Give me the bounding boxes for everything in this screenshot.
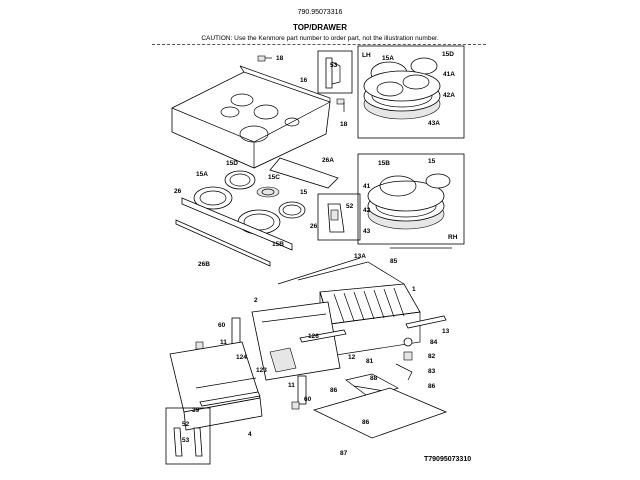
hinge-clip	[336, 98, 345, 105]
part-label: 53	[330, 62, 338, 69]
part-label: 52	[346, 203, 354, 210]
part-label: 18	[340, 121, 348, 128]
part-label: 15A	[196, 171, 208, 178]
inset-box-52	[317, 193, 361, 241]
part-label: 11	[220, 339, 227, 346]
part-label: 26B	[198, 261, 210, 268]
drawer-handle	[199, 391, 261, 407]
part-label: 42	[363, 207, 371, 214]
drawer-slide-13	[405, 315, 447, 329]
drawer-rack-85	[319, 283, 421, 357]
header-divider	[152, 44, 486, 45]
part-label: 43A	[428, 120, 440, 127]
part-label: LH	[362, 52, 371, 59]
part-label: 86	[330, 387, 338, 394]
drawer-bottom-87	[312, 387, 448, 439]
part-label: 15B	[272, 241, 284, 248]
part-label: 81	[366, 358, 374, 365]
hinge-clip	[257, 55, 266, 62]
part-label: 11	[288, 382, 295, 389]
part-label: RH	[448, 234, 458, 241]
part-label: 41A	[443, 71, 455, 78]
part-label: 82	[428, 353, 436, 360]
warming-element	[345, 337, 413, 399]
part-label: 123	[256, 367, 267, 374]
part-label: 42A	[443, 92, 455, 99]
drawer-clip	[195, 341, 204, 350]
part-label: 60	[218, 322, 226, 329]
radiant-element-rh	[367, 173, 451, 230]
part-label: 83	[428, 368, 436, 375]
part-label: 2	[254, 297, 258, 304]
burner-box-26a	[269, 157, 339, 189]
part-label: 41	[363, 183, 371, 190]
part-label: 26	[174, 188, 182, 195]
element-15	[278, 201, 306, 219]
part-label: 18	[276, 55, 284, 62]
part-label: 15D	[442, 51, 454, 58]
part-label: 15	[300, 189, 308, 196]
diagram-title: TOP/DRAWER	[292, 23, 348, 32]
part-label: 84	[430, 339, 438, 346]
inset-box-rh-element	[357, 153, 465, 245]
drawer-glide-bracket	[297, 375, 307, 405]
part-label: 15D	[226, 160, 238, 167]
part-label: 39	[192, 407, 200, 414]
model-number: 790.95073316	[297, 9, 343, 16]
part-label: 4	[248, 431, 252, 438]
part-label: 85	[390, 258, 398, 265]
inset-box-52-53	[165, 407, 211, 465]
support-bracket-26	[181, 197, 293, 251]
part-label: 16	[300, 77, 308, 84]
drawer-clip	[291, 401, 300, 410]
trim-strip-26b	[175, 219, 271, 267]
element-15d	[224, 170, 256, 190]
part-label: 52	[182, 421, 190, 428]
part-label: 15C	[268, 174, 280, 181]
part-label: 60	[304, 396, 312, 403]
part-label: 1	[412, 286, 416, 293]
part-label: 26	[310, 223, 318, 230]
inset-box-53	[317, 50, 353, 94]
figure-number: T79095073310	[424, 456, 472, 463]
part-label: 126	[308, 333, 319, 340]
part-label: 12	[348, 354, 356, 361]
part-label: 86	[428, 383, 436, 390]
part-label: 26A	[322, 157, 334, 164]
part-label: 15	[428, 158, 436, 165]
part-label: 13	[442, 328, 450, 335]
part-label: 43	[363, 228, 371, 235]
part-label: 15A	[382, 55, 394, 62]
inset-box-lh-element	[357, 45, 465, 139]
element-15a	[193, 186, 233, 210]
part-label: 53	[182, 437, 190, 444]
part-label: 86	[362, 419, 370, 426]
part-label: 124	[236, 354, 247, 361]
element-15c	[256, 186, 280, 198]
radiant-element-lh	[363, 57, 441, 120]
part-label: 87	[340, 450, 348, 457]
drawer-liner-13a	[297, 261, 405, 285]
drawer-front-panel	[169, 341, 263, 431]
caution-note: CAUTION: Use the Kenmore part number to …	[201, 35, 439, 42]
part-label: 88	[370, 375, 378, 382]
drawer-back-panel	[251, 301, 341, 381]
part-label: 13A	[354, 253, 366, 260]
part-label: 15B	[378, 160, 390, 167]
drawer-slide-12	[299, 329, 347, 343]
cooktop-part	[171, 65, 331, 169]
